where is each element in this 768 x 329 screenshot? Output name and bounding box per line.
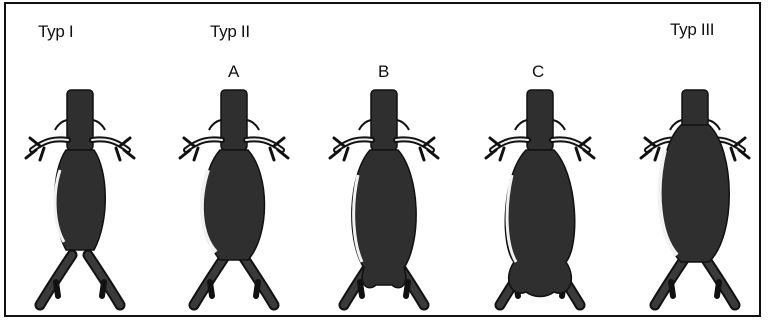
label-sub-c: C [532,62,544,81]
aorta-typ-1 [26,90,134,305]
label-sub-b: B [378,62,390,81]
label-typ-2: Typ II [210,22,250,41]
label-typ-3: Typ III [670,20,715,39]
aorta-typ-2b [330,90,438,305]
aorta-typ-2c [486,90,594,305]
aorta-typ-3 [641,90,749,305]
aorta-typ-2a [180,90,288,305]
label-typ-1: Typ I [38,22,74,41]
label-sub-a: A [228,62,240,81]
